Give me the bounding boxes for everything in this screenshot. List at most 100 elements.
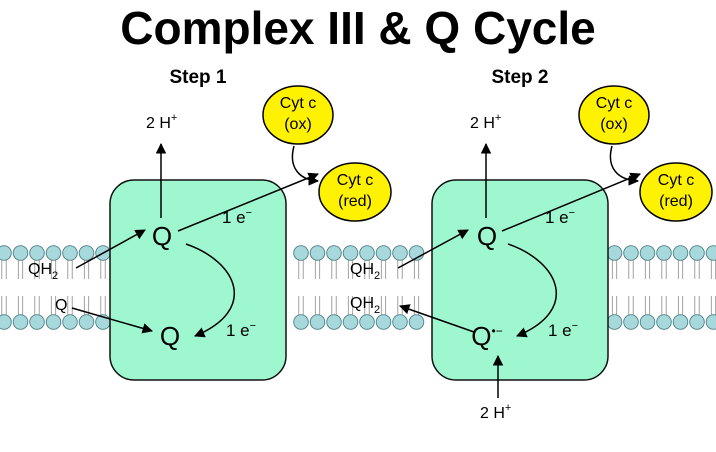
step1-proton-out-label: 2 H+	[146, 112, 177, 132]
step2-cyt-c-ox-line1: Cyt c	[596, 95, 632, 112]
lipid-head	[656, 245, 672, 261]
step1-q-top: Q	[152, 221, 172, 251]
step2-qh2-out-sub: 2	[374, 304, 380, 316]
lipid-head	[29, 314, 45, 330]
step2-electron-loop-arrow	[507, 243, 558, 338]
lipid-head	[689, 245, 705, 261]
step2-electron-to-cyt-arrow	[501, 172, 641, 232]
step2-q-bottom-text: Q	[471, 321, 491, 351]
step1-heading: Step 1	[169, 67, 226, 88]
step2-cyt-c-ox	[578, 85, 650, 145]
lipid-head	[623, 314, 639, 330]
step2-heading: Step 2	[491, 67, 548, 88]
step2-proton-in-sup: +	[505, 402, 511, 414]
lipid-head	[309, 245, 326, 261]
step2-q-bottom: Q•−	[471, 321, 502, 351]
step2-electron-bottom-sup: −	[572, 320, 578, 332]
lipid-head	[45, 245, 62, 261]
lipid-head	[309, 314, 326, 330]
lipid-head	[78, 245, 95, 261]
lipid-head	[326, 314, 342, 330]
complex-iii-step1	[109, 179, 287, 381]
step2-q-top: Q	[477, 221, 497, 251]
step1-cyt-c-red-line2: (red)	[338, 193, 372, 210]
lipid-head	[78, 314, 95, 330]
step2-electron-bottom: 1 e−	[548, 320, 578, 340]
step1-qh2-label: QH2	[28, 261, 58, 282]
step1-qh2-text: QH	[28, 261, 52, 278]
step1-cyt-c-red-line1: Cyt c	[337, 172, 373, 189]
step1-cyt-c-red	[318, 162, 392, 222]
step2-cyt-c-red-line2: (red)	[659, 193, 693, 210]
step1-electron-bottom-sup: −	[250, 320, 256, 332]
lipid-head	[293, 314, 309, 330]
step1-q-bottom: Q	[160, 321, 180, 351]
lipid-head	[392, 314, 408, 330]
complex-iii-step2	[431, 179, 609, 381]
lipid-head	[359, 245, 375, 261]
step1-electron-bottom-text: 1 e	[226, 321, 250, 340]
step2-electron-top: 1 e−	[545, 207, 575, 227]
lipid-head	[29, 245, 45, 261]
lipid-tails	[1, 260, 716, 315]
step2-cyt-c-ox-line2: (ox)	[600, 116, 628, 133]
step2-electron-top-text: 1 e	[545, 208, 569, 227]
lipid-head	[62, 314, 78, 330]
step1-electron-to-cyt-arrow	[177, 172, 319, 232]
step2-proton-out-label: 2 H+	[470, 112, 501, 132]
step1-proton-out-text: 2 H	[146, 115, 171, 132]
step2-q-to-qh2-arrow	[399, 304, 475, 333]
lipid-head	[705, 314, 716, 330]
step2-qh2-out-label: QH2	[350, 295, 380, 316]
step1-cyt-reduction-arrow	[291, 145, 320, 186]
step1-electron-top-sup: −	[246, 207, 252, 219]
step2-proton-in-label: 2 H+	[480, 402, 511, 422]
lipid-head	[375, 245, 392, 261]
step2-proton-out-text: 2 H	[470, 115, 495, 132]
lipid-head	[672, 245, 689, 261]
step2-electron-bottom-text: 1 e	[548, 321, 572, 340]
step2-q-bottom-sup: •−	[492, 324, 503, 338]
lipid-heads	[0, 245, 716, 330]
step1-q-in-label: Q	[55, 297, 67, 314]
step2-qh2-to-q-arrow	[397, 229, 469, 269]
step1-q-to-q-arrow	[71, 307, 154, 334]
step1-cyt-c-ox-line2: (ox)	[284, 116, 312, 133]
step2-qh2-in-label: QH2	[350, 261, 380, 282]
lipid-head	[392, 245, 408, 261]
step2-proton-in-text: 2 H	[480, 405, 505, 422]
step2-qh2-out-text: QH	[350, 295, 374, 312]
step2-cyt-c-red	[639, 162, 713, 222]
step1-electron-loop-arrow	[185, 243, 236, 338]
lipid-head	[293, 245, 309, 261]
step1-cyt-c-ox	[262, 85, 334, 145]
lipid-head	[705, 245, 716, 261]
lipid-head	[606, 245, 623, 261]
lipid-head	[0, 314, 12, 330]
step2-cyt-reduction-arrow	[609, 145, 640, 186]
step1-electron-bottom: 1 e−	[226, 320, 256, 340]
lipid-head	[342, 245, 359, 261]
lipid-head	[45, 314, 62, 330]
lipid-head	[375, 314, 392, 330]
step1-electron-top: 1 e−	[222, 207, 252, 227]
lipid-head	[672, 314, 689, 330]
lipid-head	[342, 314, 359, 330]
lipid-head	[359, 314, 375, 330]
membrane	[0, 245, 716, 330]
lipid-head	[408, 314, 425, 330]
lipid-head	[639, 314, 656, 330]
lipid-head	[656, 314, 672, 330]
step1-cyt-c-ox-line1: Cyt c	[280, 95, 316, 112]
lipid-head	[689, 314, 705, 330]
step1-qh2-sub: 2	[52, 270, 58, 282]
lipid-head	[639, 245, 656, 261]
page-title: Complex III & Q Cycle	[120, 2, 596, 54]
step2-proton-out-sup: +	[495, 112, 501, 124]
step1-electron-top-text: 1 e	[222, 208, 246, 227]
step2-qh2-in-sub: 2	[374, 270, 380, 282]
lipid-head	[0, 245, 12, 261]
lipid-head	[606, 314, 623, 330]
step2-group: Step 2 2 H+ Q Q•− 1 e− 1 e− QH2 QH2	[350, 67, 713, 422]
